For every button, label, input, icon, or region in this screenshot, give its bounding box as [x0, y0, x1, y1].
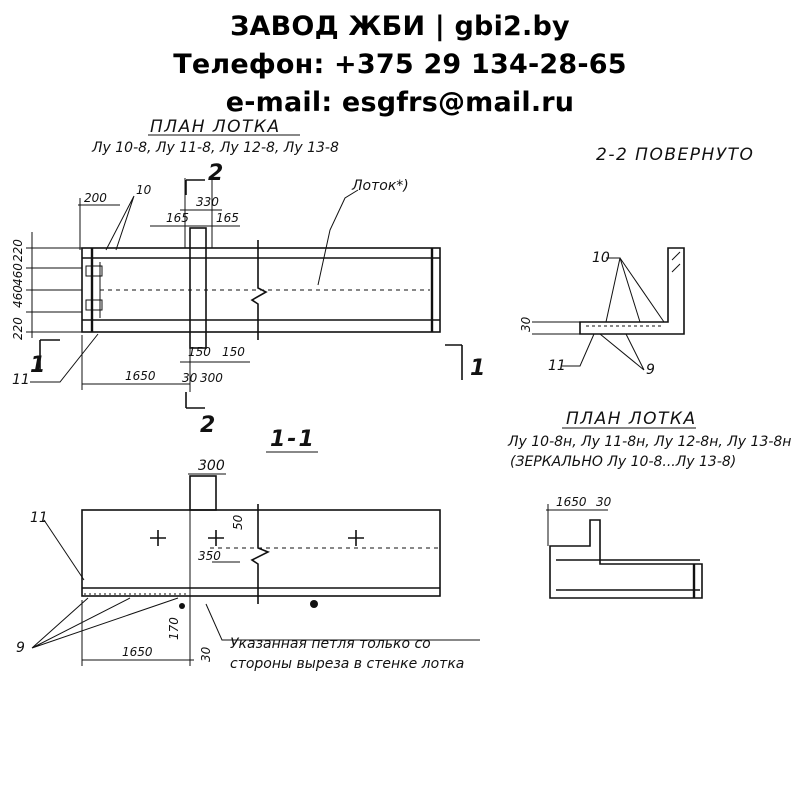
plan-top-break: [250, 240, 268, 340]
label-11-top: 11: [12, 372, 30, 388]
dim-1650: 1650: [125, 369, 156, 383]
plan-mirror-dim-1650: 1650: [556, 495, 587, 509]
section-11-dim-50: 50: [231, 514, 245, 530]
dim-200: 200: [84, 191, 107, 205]
plan-top: ПЛАН ЛОТКА Лу 10-8, Лу 11-8, Лу 12-8, Лу…: [11, 117, 487, 438]
section-11-mark-c: [348, 530, 364, 546]
plan-top-notch: [189, 227, 207, 349]
section-11-label-9: 9: [16, 640, 25, 656]
section-11-dim-30: 30: [199, 646, 213, 662]
section-11-dim-350: 350: [198, 549, 221, 563]
dim-330: 330: [196, 195, 219, 209]
dim-150b: 150: [222, 345, 245, 359]
dim-30: 30: [182, 371, 198, 385]
header-company: ЗАВОД ЖБИ | gbi2.by: [230, 11, 570, 42]
cut-2-bottom: 2: [200, 413, 217, 438]
header-contacts: ЗАВОД ЖБИ | gbi2.by Телефон: +375 29 134…: [0, 8, 800, 122]
plan-mirror-outline: [549, 519, 703, 599]
plan-mirror-title: ПЛАН ЛОТКА: [566, 409, 697, 429]
plan-mirror: ПЛАН ЛОТКА Лу 10-8н, Лу 11-8н, Лу 12-8н,…: [507, 409, 791, 599]
section-11-label-11: 11: [30, 510, 48, 526]
dim-460a: 460: [11, 263, 25, 286]
plan-mirror-line1: Лу 10-8н, Лу 11-8н, Лу 12-8н, Лу 13-8н: [507, 434, 791, 450]
section-11-outline: [81, 509, 441, 597]
header-email: e-mail: esgfrs@mail.ru: [225, 87, 575, 118]
cut-1-right: 1: [470, 356, 487, 381]
section-22-title: 2-2 ПОВЕРНУТО: [596, 145, 754, 165]
plan-top-tray-leader: [317, 189, 359, 286]
section-11-note-2: стороны выреза в стенке лотка: [230, 656, 464, 672]
dim-460b: 460: [11, 285, 25, 308]
plan-top-loop-b: [85, 299, 103, 311]
section-22-label-9: 9: [646, 362, 655, 378]
dim-220b: 220: [11, 317, 25, 340]
section-11-break: [250, 504, 270, 604]
header-phone: Телефон: +375 29 134-28-65: [173, 49, 627, 80]
section-1-1: 1-1 300 50 350 11 9 1650 170 30 Указан: [16, 427, 480, 672]
section-11-dim-170: 170: [167, 617, 181, 640]
section-11-title: 1-1: [270, 427, 316, 452]
dim-150a: 150: [188, 345, 211, 359]
plan-top-title: ПЛАН ЛОТКА: [150, 117, 281, 137]
section-11-mark-a: [150, 530, 166, 546]
section-11-note-1: Указанная петля только со: [230, 636, 431, 652]
cut-1-left: 1: [30, 353, 47, 378]
plan-top-subtitle: Лу 10-8, Лу 11-8, Лу 12-8, Лу 13-8: [91, 140, 339, 156]
dim-165a: 165: [166, 211, 189, 225]
plan-top-tray-label: Лоток*): [351, 178, 409, 194]
cut-2-top: 2: [208, 161, 225, 186]
section-22-dim-30: 30: [519, 316, 533, 332]
section-2-2: 2-2 ПОВЕРНУТО 10 30 11 9: [519, 145, 754, 378]
plan-mirror-dim-30: 30: [596, 495, 612, 509]
section-22-label-11: 11: [548, 358, 566, 374]
section-11-dim-1650: 1650: [122, 645, 153, 659]
dim-165b: 165: [216, 211, 239, 225]
section-11-notch: [189, 475, 217, 511]
plan-mirror-line2: (ЗЕРКАЛЬНО Лу 10-8...Лу 13-8): [510, 454, 736, 470]
section-22-label-10: 10: [592, 250, 610, 266]
section-11-loop-left: [179, 603, 185, 609]
plan-top-loop-a: [85, 265, 103, 277]
section-11-mark-b: [208, 530, 224, 546]
dim-300: 300: [200, 371, 223, 385]
section-11-loop-right: [310, 600, 318, 608]
dim-220a: 220: [11, 239, 25, 262]
section-11-dim-300: 300: [198, 458, 225, 474]
dim-10-top: 10: [136, 183, 152, 197]
